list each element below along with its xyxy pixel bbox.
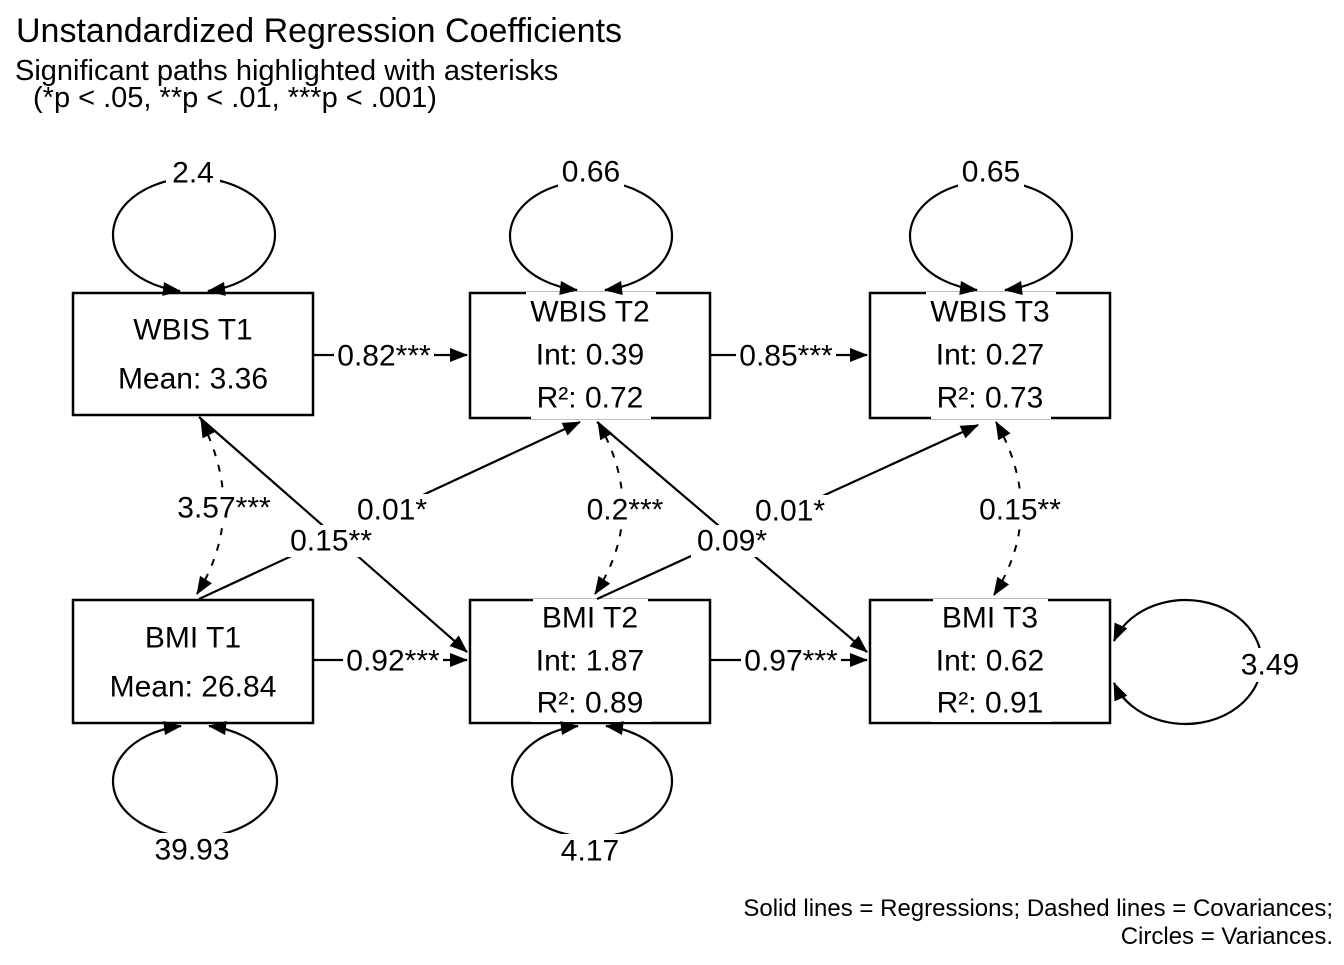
label-bg <box>741 645 841 677</box>
pvalue-note: (*p < .05, **p < .01, ***p < .001) <box>33 82 437 114</box>
notch-bmi-t2-top <box>533 599 648 639</box>
node-intercept-bmi-t2: Int: 1.87 <box>536 645 644 678</box>
label-bg <box>974 494 1066 526</box>
node-intercept-wbis-t3: Int: 0.27 <box>936 339 1044 372</box>
variance-wbis-t1: 2.4 <box>172 157 214 190</box>
variance-wbis-t3: 0.65 <box>962 156 1020 189</box>
figure-title: Unstandardized Regression Coefficients <box>16 12 622 50</box>
coef-bmi-t1-to-wbis-t2: 0.01* <box>357 494 427 527</box>
node-label-wbis-t2: WBIS T2 <box>530 296 649 329</box>
label-bg <box>334 340 434 372</box>
label-bg <box>171 492 277 524</box>
notch-bmi-t3-bottom <box>931 682 1051 722</box>
coef-wbis-t1-to-wbis-t2: 0.82*** <box>337 340 431 373</box>
variance-loop-bmi-t2 <box>510 721 674 839</box>
notch-bmi-t3-top <box>933 599 1048 639</box>
label-bg <box>958 155 1024 189</box>
notch-wbis-t2-top <box>526 292 656 332</box>
label-bg <box>581 494 669 526</box>
notch-wbis-t3-bottom <box>931 378 1051 419</box>
coef-bmi-t2-to-wbis-t3: 0.01* <box>755 495 825 528</box>
node-label-wbis-t3: WBIS T3 <box>930 296 1049 329</box>
variance-loop-wbis-t1 <box>111 176 277 296</box>
coef-wbis-t2-to-bmi-t3: 0.09* <box>697 525 767 558</box>
notch-bmi-t2-bottom <box>531 682 651 722</box>
label-bg <box>558 155 624 189</box>
node-box-bmi-t1 <box>71 598 315 725</box>
node-r2-wbis-t3: R²: 0.73 <box>937 382 1044 415</box>
node-intercept-wbis-t2: Int: 0.39 <box>536 339 644 372</box>
label-bg <box>691 525 773 557</box>
node-box-wbis-t1 <box>71 291 315 417</box>
coef-bmi-t1-to-bmi-t2: 0.92*** <box>346 645 440 678</box>
label-bg <box>166 156 220 190</box>
legend-line1: Solid lines = Regressions; Dashed lines … <box>743 895 1333 922</box>
node-label-wbis-t1: WBIS T1 <box>133 314 252 347</box>
label-bg <box>148 833 236 867</box>
edge-cov-wbis-bmi-t3 <box>993 421 1022 596</box>
label-bg <box>555 834 625 868</box>
label-bg <box>285 525 377 557</box>
variance-bmi-t2: 4.17 <box>561 835 619 868</box>
notch-wbis-t2-bottom <box>531 378 651 419</box>
coef-wbis-t1-to-bmi-t2: 0.15** <box>290 525 372 558</box>
node-r2-bmi-t2: R²: 0.89 <box>537 687 644 720</box>
node-intercept-bmi-t3: Int: 0.62 <box>936 645 1044 678</box>
label-bg <box>736 340 836 372</box>
node-label-bmi-t2: BMI T2 <box>542 602 638 635</box>
node-label-bmi-t1: BMI T1 <box>145 622 241 655</box>
variance-bmi-t1: 39.93 <box>154 834 229 867</box>
variance-loop-wbis-t2 <box>508 179 674 295</box>
coef-cov-wbis-bmi-t1: 3.57*** <box>177 492 271 525</box>
node-mean-bmi-t1: Mean: 26.84 <box>110 671 277 704</box>
label-bg <box>750 495 830 527</box>
coef-wbis-t2-to-wbis-t3: 0.85*** <box>739 340 833 373</box>
label-bg <box>352 494 432 526</box>
legend-line2: Circles = Variances. <box>1121 923 1333 950</box>
label-bg <box>343 645 443 677</box>
node-r2-wbis-t2: R²: 0.72 <box>537 382 644 415</box>
figure-subtitle: Significant paths highlighted with aster… <box>15 55 558 87</box>
variance-wbis-t2: 0.66 <box>562 156 620 189</box>
label-bg <box>1235 648 1305 682</box>
node-r2-bmi-t3: R²: 0.91 <box>937 687 1044 720</box>
notch-wbis-t3-top <box>926 292 1056 332</box>
coef-bmi-t2-to-bmi-t3: 0.97*** <box>744 645 838 678</box>
node-mean-wbis-t1: Mean: 3.36 <box>118 363 268 396</box>
coef-cov-wbis-bmi-t2: 0.2*** <box>587 494 664 527</box>
variance-loop-bmi-t1 <box>111 721 279 839</box>
variance-loop-wbis-t3 <box>908 179 1074 295</box>
variance-bmi-t3: 3.49 <box>1241 649 1299 682</box>
node-label-bmi-t3: BMI T3 <box>942 602 1038 635</box>
coef-cov-wbis-bmi-t3: 0.15** <box>979 494 1061 527</box>
edge-cov-wbis-bmi-t1 <box>196 419 225 595</box>
